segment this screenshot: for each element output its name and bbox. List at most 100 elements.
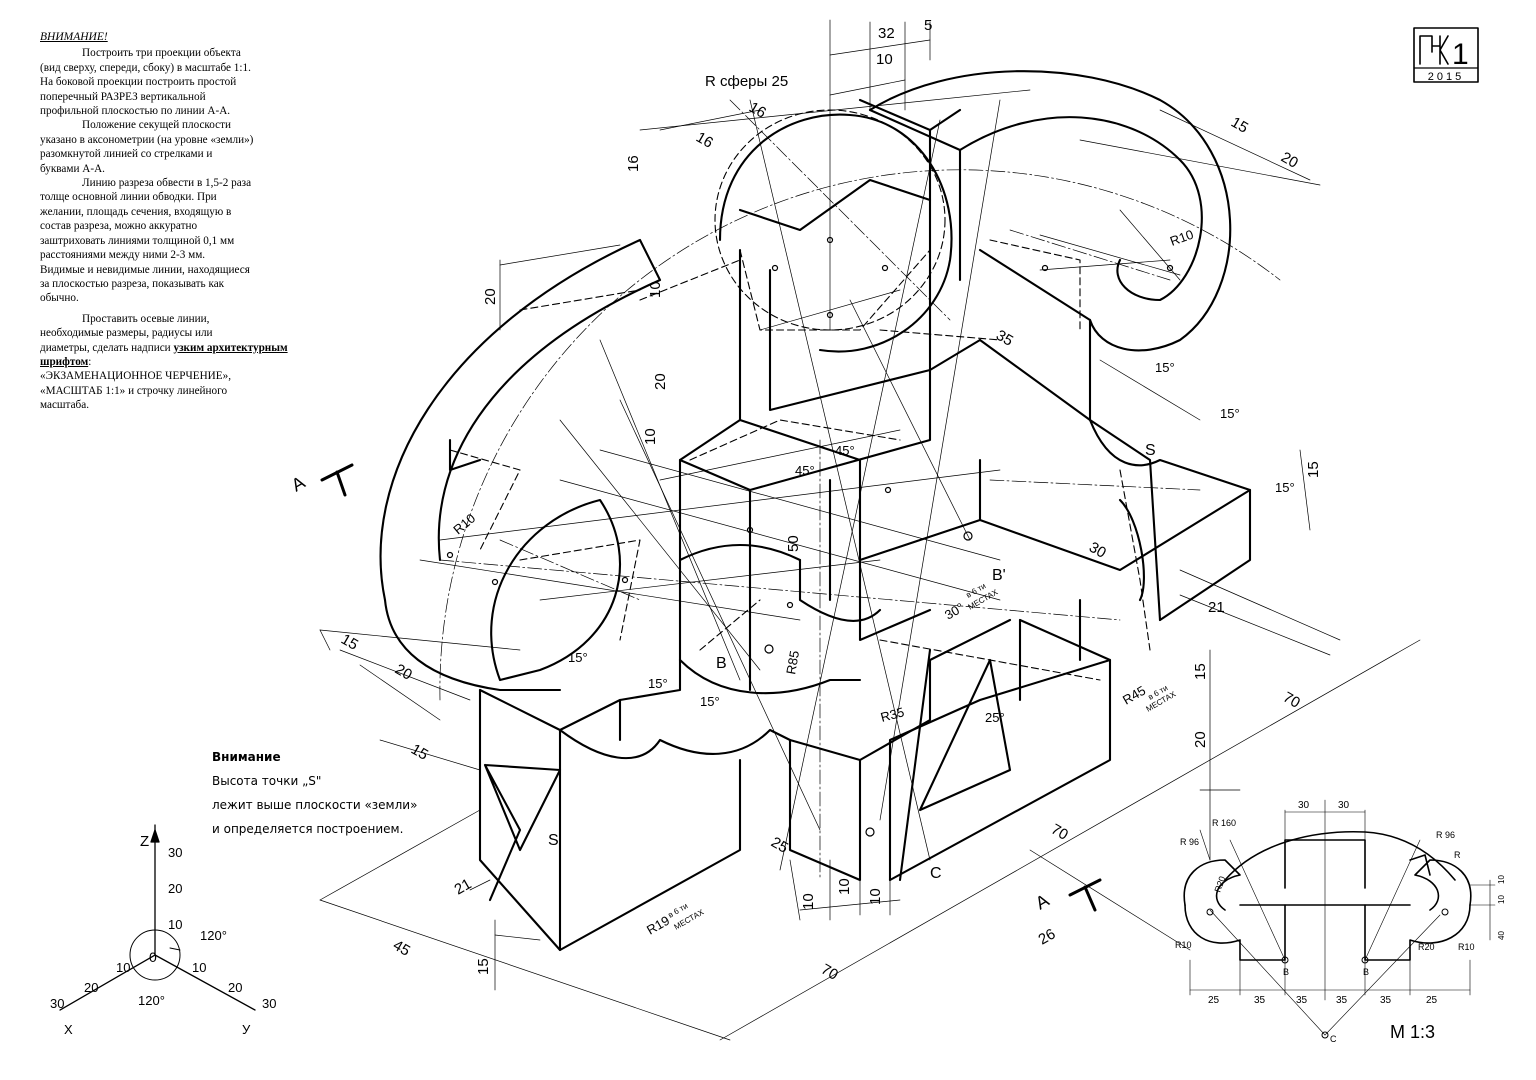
angle-label: 15° [568,650,588,665]
section-line-a-a [320,463,1102,912]
dim-label: 15 [1305,461,1322,478]
right-scroll [868,70,1232,352]
plan-dim-label: 25 [1426,995,1438,1006]
instr-line: «ЭКЗАМЕНАЦИОННОЕ ЧЕРЧЕНИЕ», [40,370,231,383]
plan-dim-label: 30 [1298,800,1310,811]
dim-label: 20 [482,288,499,305]
instr-line: поперечный РАЗРЕЗ вертикальной [40,90,206,103]
instr-line: желании, площадь сечения, входящую в [40,205,232,218]
instr-text: диаметры, сделать надписи [40,341,171,354]
axis-y-label: У [242,1022,251,1037]
plan-radius-label: R10 [1175,940,1192,950]
dim-label: 32 [878,25,895,42]
plan-dim-label: 10 [1497,895,1506,904]
radius-label: R85 [783,649,802,675]
instr-line: заштриховать линиями толщиной 0,1 мм [40,234,235,247]
radius-label: R19 [644,913,672,938]
axis-tick: 20 [228,980,242,995]
angle-label: 25° [985,710,1005,725]
dim-label: 70 [818,961,841,984]
plan-dim-label: 40 [1497,931,1506,940]
left-scroll-eye [490,498,621,682]
triangular-cutout [918,658,1012,812]
plan-point-label: В [1283,967,1289,977]
center-lines [439,99,1281,881]
dim-label: 5 [924,17,932,34]
radius-label: R10 [450,510,478,537]
section-label-a: А [1032,890,1052,913]
axis-angle-label: 120° [138,993,165,1008]
axis-z-label: Z [140,833,149,850]
plan-radius-label: R 160 [1212,818,1236,828]
plan-radius-label: R20 [1418,942,1435,952]
dim-label: 15 [475,958,492,975]
plan-dim-label: 30 [1338,800,1350,811]
dim-label: 10 [876,51,893,68]
dimension-labels: 32 5 10 16 16 16 15 20 20 20 10 35 30 21… [338,17,1322,984]
instructions-block: ВНИМАНИЕ! Построить три проекции объекта… [40,30,310,413]
axis-tick: 10 [192,960,206,975]
dim-label: 16 [625,155,642,172]
stamp-year: 2015 [1428,71,1464,83]
angle-label: 15° [1155,360,1175,375]
radius-label: R45 [1120,683,1148,708]
dim-label: 21 [452,875,475,898]
point-s-label: S [1145,442,1156,459]
point-b-prime-label: В' [992,567,1006,584]
axis-tick: 30 [262,996,276,1011]
instr-line: обычно. [40,292,79,305]
sphere [718,113,953,353]
angle-label: 15° [1275,480,1295,495]
dim-label: 45 [390,937,413,960]
object-outline [379,70,1252,952]
section-label-a: А [288,472,308,495]
instr-emphasis: узким архитектурным шрифтом [40,341,288,368]
radius-label: R10 [1168,227,1196,249]
attention-note: Внимание Высота точки „S" лежит выше пло… [212,745,417,841]
axis-tick: 20 [168,881,182,896]
plan-radius-label: R20 [1212,875,1227,894]
axis-x-line [59,954,156,1011]
dim-label: 50 [785,535,802,552]
instr-line: буквами А-А. [40,162,105,175]
dim-label: 15 [408,741,431,764]
plan-radius-label: R [1454,850,1461,860]
point-labels: S S В В' С [548,442,1156,882]
dim-label: 10 [867,888,884,905]
construction-lines [319,19,1421,1041]
instr-line: толще основной линии обводки. При [40,191,217,204]
instr-line: (вид сверху, спереди, сбоку) в масштабе … [40,61,251,74]
point-c-label: С [930,865,942,882]
dim-label: 10 [642,428,659,445]
axis-origin-label: 0 [149,949,157,965]
dim-label: 20 [1192,731,1209,748]
dim-label: 70 [1048,821,1071,844]
instr-line: На боковой проекции построить простой [40,76,237,89]
plan-dim-label: 10 [1497,875,1506,884]
instr-line: Проставить осевые линии, [82,312,210,325]
axis-x-label: X [64,1022,73,1037]
stamp-logo-icon [1419,35,1449,65]
dim-label: 70 [1280,689,1303,712]
instr-line: масштаба. [40,399,89,412]
instr-line: разомкнутой линией со стрелками и [40,148,213,161]
instr-line: Видимые и невидимые линии, находящиеся [40,263,250,276]
dim-label: 15 [338,631,361,654]
dim-label: 21 [1208,599,1225,616]
angle-labels: 15° 15° 15° 15° 15° 15° 45° 45° 30° в 6 … [568,360,1295,725]
plan-radius-label: R10 [1458,942,1475,952]
angle-label: 30° [942,600,967,623]
instr-line: «МАСШТАБ 1:1» и строчку линейного [40,384,228,397]
angle-label: 15° [648,676,668,691]
plan-dim-label: 35 [1254,995,1266,1006]
plan-dim-label: 35 [1336,995,1348,1006]
instr-line: расстояниями между ними 2-3 мм. [40,249,206,262]
left-arch [379,238,662,602]
instr-line: Линию разреза обвести в 1,5-2 раза [82,177,252,190]
dim-label: 25 [768,834,791,857]
plan-point-label: С [1330,1034,1337,1044]
note-line: лежит выше плоскости «земли» [212,798,418,812]
instr-line: за плоскостью разреза, показывать как [40,277,225,290]
radius-label: R35 [879,704,906,725]
dim-label: 26 [1036,925,1059,948]
